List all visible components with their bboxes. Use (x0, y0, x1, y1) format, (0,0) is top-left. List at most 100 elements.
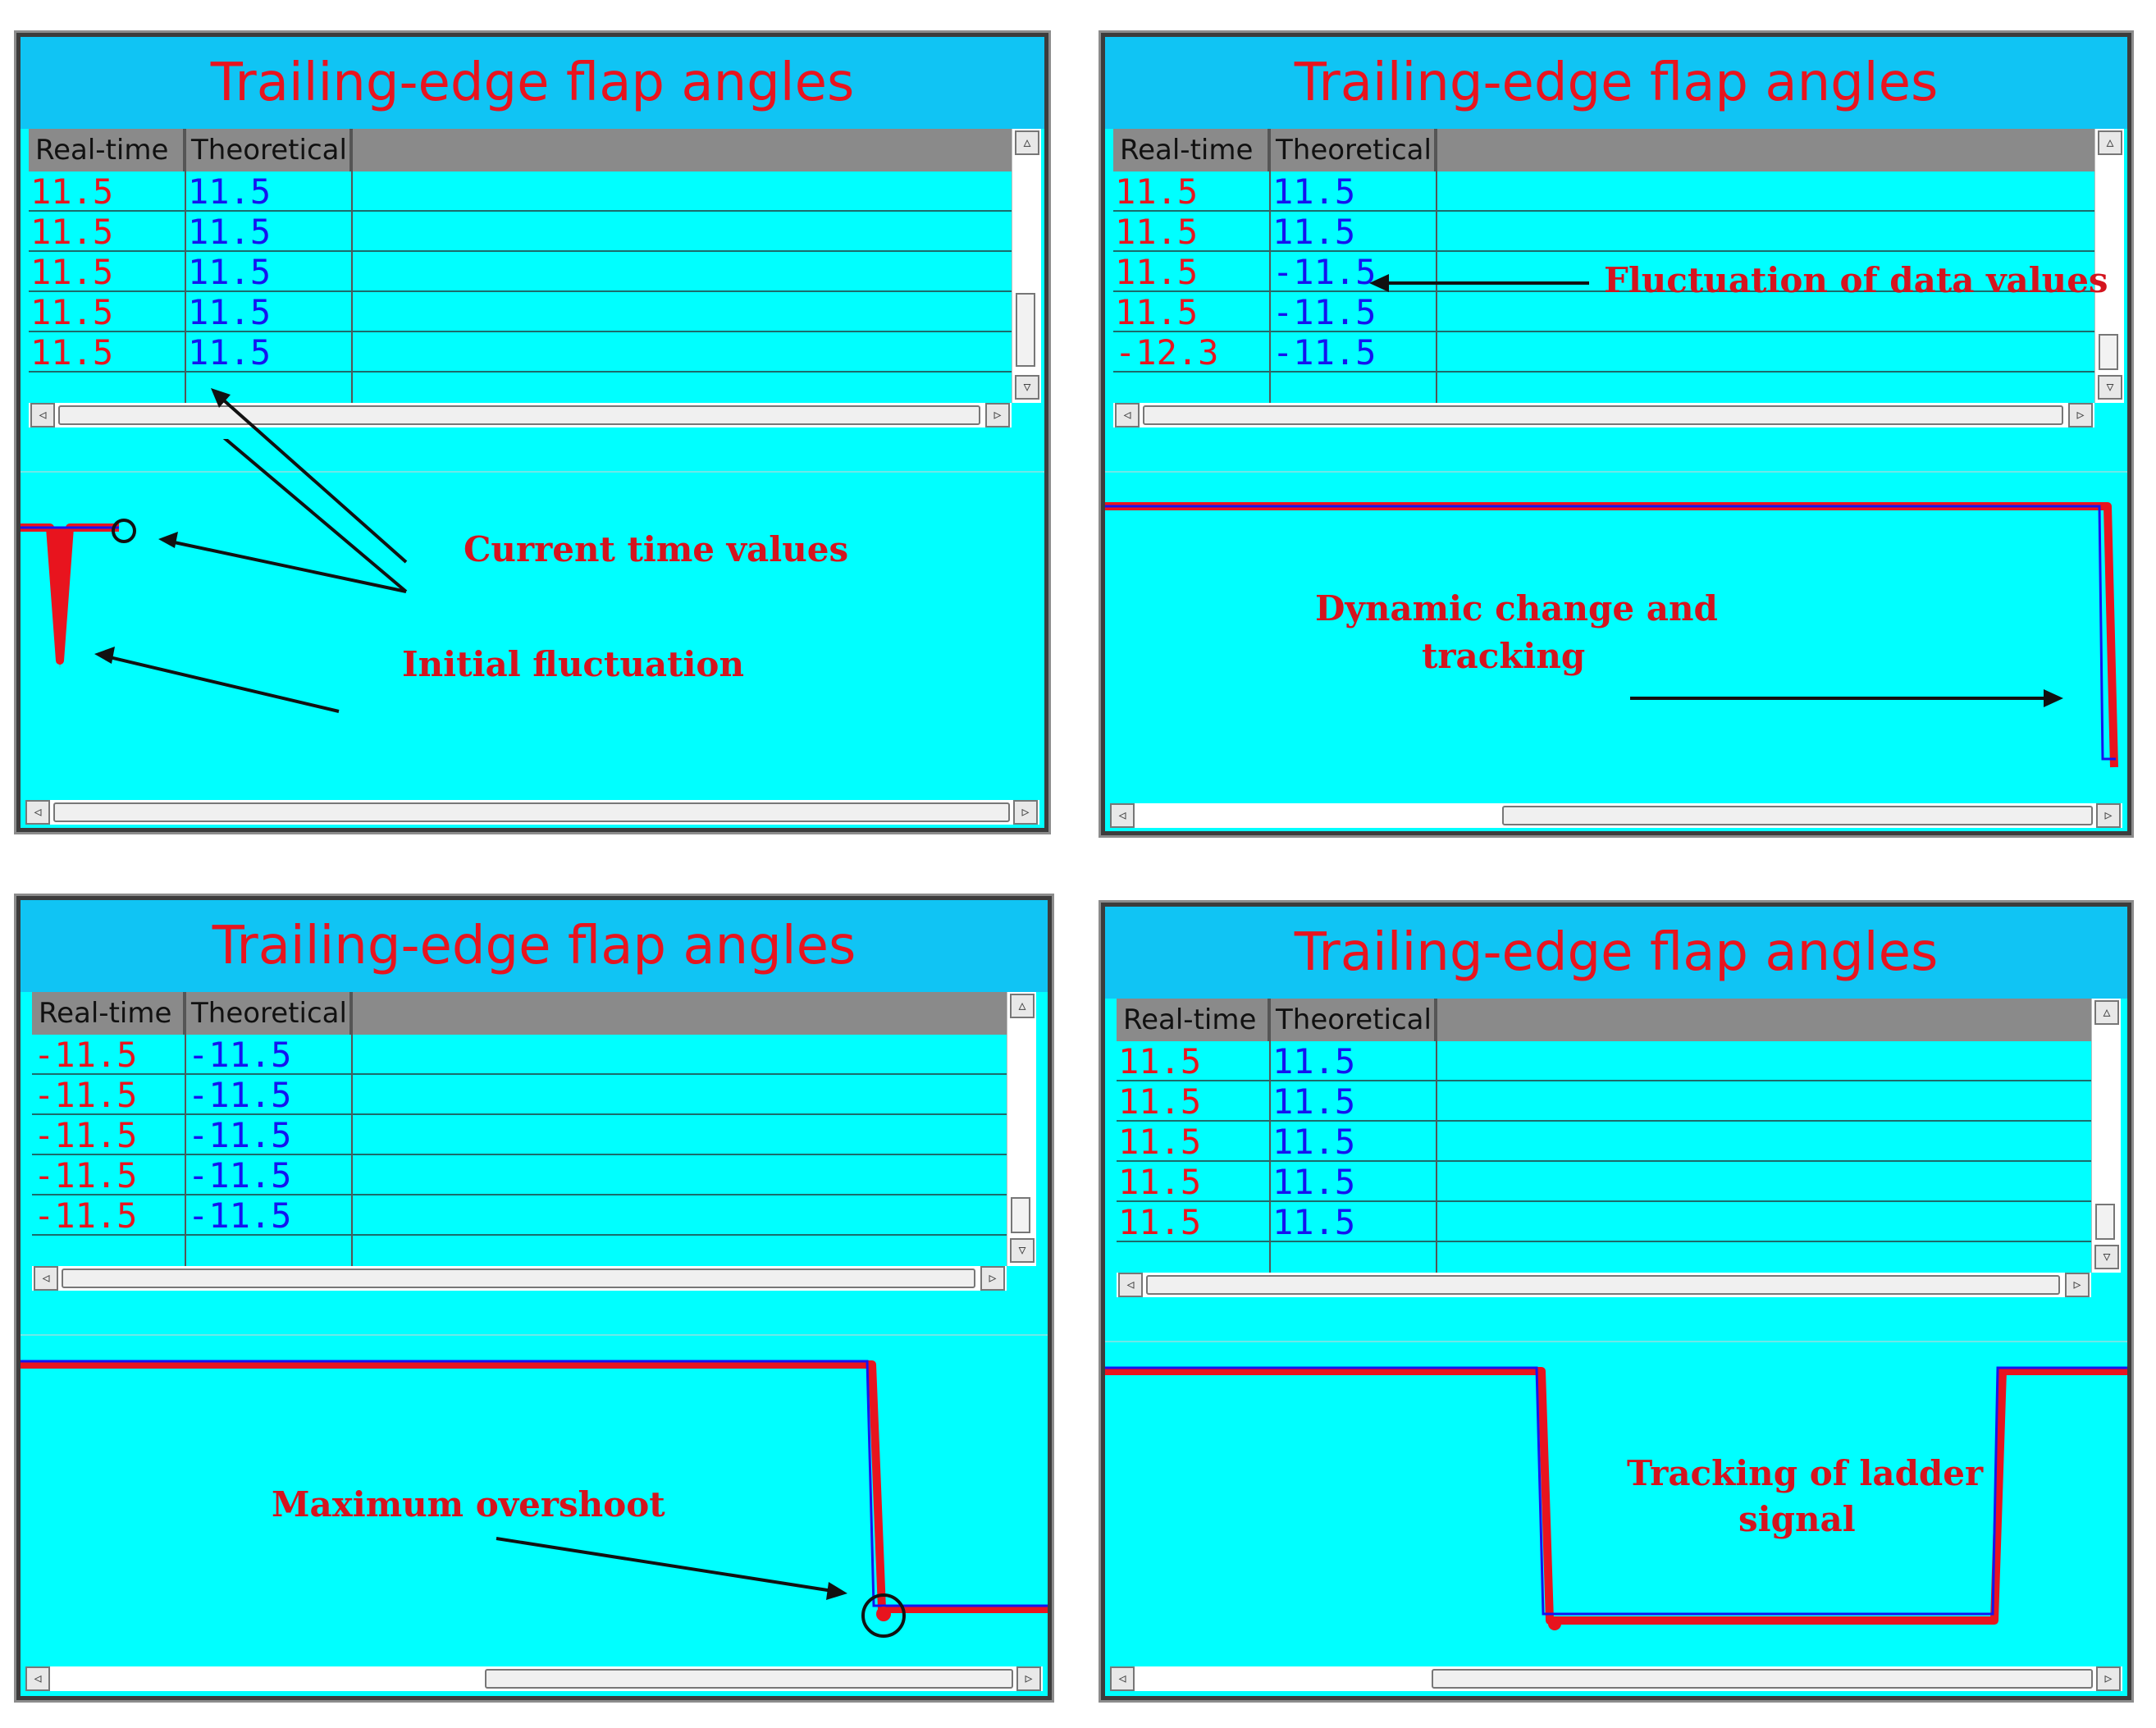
plot-horizontal-scrollbar[interactable]: ◃ ▹ (1110, 803, 2122, 828)
horizontal-scroll-thumb[interactable] (1143, 405, 2063, 425)
arrowhead (94, 647, 115, 664)
table-row[interactable]: 11.5 -11.5 (1113, 252, 2094, 292)
scroll-right-button[interactable]: ▹ (2096, 1666, 2121, 1691)
vertical-scroll-thumb[interactable] (1011, 1197, 1030, 1233)
table-horizontal-scrollbar[interactable]: ◃ ▹ (1113, 403, 2094, 427)
table-row[interactable]: 11.5 11.5 (29, 171, 1012, 212)
plot-horizontal-scrollbar[interactable]: ◃ ▹ (1110, 1666, 2122, 1691)
maximum-overshoot-marker (861, 1593, 906, 1638)
horizontal-scroll-thumb[interactable] (58, 405, 980, 425)
table-row[interactable]: 11.5 11.5 (1117, 1122, 2091, 1162)
horizontal-scroll-thumb[interactable] (1432, 1669, 2093, 1689)
table-row[interactable]: 11.5 11.5 (1113, 212, 2094, 252)
realtime-cell: 11.5 (1115, 292, 1199, 332)
table-row[interactable]: 11.5 11.5 (1117, 1202, 2091, 1242)
theoretical-cell: 11.5 (188, 252, 272, 292)
scroll-left-button[interactable]: ◃ (1110, 803, 1135, 828)
table-row[interactable]: -11.5 -11.5 (32, 1035, 1007, 1075)
table-vertical-scrollbar[interactable]: ▵ ▿ (2091, 999, 2121, 1273)
scroll-right-button[interactable]: ▹ (1016, 1666, 1041, 1691)
scroll-left-button[interactable]: ◃ (1115, 403, 1140, 427)
scroll-down-button[interactable]: ▿ (1015, 375, 1039, 400)
theoretical-cell: -11.5 (1272, 332, 1377, 373)
arrow-overlay (1369, 274, 1589, 292)
column-header-realtime[interactable]: Real-time (1113, 129, 1269, 171)
horizontal-scroll-thumb[interactable] (1502, 806, 2093, 825)
table-row[interactable]: -12.3 -11.5 (1113, 332, 2094, 373)
column-header-realtime[interactable]: Real-time (32, 992, 185, 1035)
scroll-right-button[interactable]: ▹ (2068, 403, 2093, 427)
table-row[interactable]: -11.5 -11.5 (32, 1115, 1007, 1155)
horizontal-scroll-thumb[interactable] (1146, 1275, 2060, 1295)
arrowhead (826, 1582, 847, 1600)
horizontal-scroll-thumb[interactable] (62, 1269, 975, 1288)
scroll-right-button[interactable]: ▹ (2096, 803, 2121, 828)
table-row[interactable]: 11.5 11.5 (29, 332, 1012, 373)
table-vertical-scrollbar[interactable]: ▵ ▿ (1012, 129, 1041, 403)
scroll-left-button[interactable]: ◃ (34, 1266, 58, 1291)
table-row[interactable]: 11.5 -11.5 (1113, 292, 2094, 332)
theoretical-cell: 11.5 (1272, 1202, 1356, 1242)
panel-top-right: Trailing-edge flap angles Real-time Theo… (1099, 30, 2134, 838)
plot-horizontal-scrollbar[interactable]: ◃ ▹ (25, 1666, 1043, 1691)
table-vertical-scrollbar[interactable]: ▵ ▿ (1007, 992, 1036, 1266)
column-header-theoretical[interactable]: Theoretical (185, 129, 351, 171)
scroll-left-button[interactable]: ◃ (1118, 1273, 1143, 1297)
vertical-scroll-thumb[interactable] (2095, 1204, 2115, 1240)
theoretical-cell: -11.5 (188, 1155, 292, 1195)
vertical-scroll-thumb[interactable] (1016, 293, 1035, 367)
scroll-up-button[interactable]: ▵ (1015, 130, 1039, 155)
column-header-theoretical[interactable]: Theoretical (185, 992, 351, 1035)
scroll-left-button[interactable]: ◃ (30, 403, 55, 427)
table-horizontal-scrollbar[interactable]: ◃ ▹ (32, 1266, 1007, 1291)
realtime-cell: -11.5 (34, 1075, 138, 1115)
table-row[interactable]: 11.5 11.5 (1117, 1081, 2091, 1122)
table-row[interactable]: 11.5 11.5 (29, 212, 1012, 252)
initial-fluctuation-spike (53, 528, 66, 669)
table-row[interactable]: 11.5 11.5 (1117, 1041, 2091, 1081)
column-divider (185, 992, 186, 1266)
scroll-left-button[interactable]: ◃ (1110, 1666, 1135, 1691)
scroll-right-button[interactable]: ▹ (985, 403, 1010, 427)
scroll-right-button[interactable]: ▹ (980, 1266, 1005, 1291)
table-row[interactable]: -11.5 -11.5 (32, 1195, 1007, 1236)
vertical-scroll-thumb[interactable] (2099, 334, 2118, 370)
scroll-up-button[interactable]: ▵ (2094, 1000, 2119, 1025)
scroll-right-button[interactable]: ▹ (1013, 800, 1038, 825)
scroll-left-button[interactable]: ◃ (25, 800, 50, 825)
column-header-theoretical[interactable]: Theoretical (1269, 129, 1436, 171)
scroll-left-button[interactable]: ◃ (25, 1666, 50, 1691)
arrow-left-icon: ◃ (39, 406, 47, 423)
table-horizontal-scrollbar[interactable]: ◃ ▹ (1117, 1273, 2091, 1297)
column-divider (1269, 999, 1271, 1273)
table-row[interactable]: 11.5 11.5 (1113, 171, 2094, 212)
arrow-right-icon: ▹ (993, 406, 1002, 423)
column-header-realtime[interactable]: Real-time (1117, 999, 1269, 1041)
horizontal-scroll-thumb[interactable] (485, 1669, 1013, 1689)
scroll-down-button[interactable]: ▿ (2094, 1245, 2119, 1269)
theoretical-signal-line (21, 1360, 1048, 1607)
signal-plot (21, 439, 1044, 713)
plot-horizontal-scrollbar[interactable]: ◃ ▹ (25, 800, 1039, 825)
table-row[interactable]: -11.5 -11.5 (32, 1075, 1007, 1115)
scroll-down-button[interactable]: ▿ (2098, 375, 2122, 400)
theoretical-cell: 11.5 (1272, 1041, 1356, 1081)
scroll-right-button[interactable]: ▹ (2065, 1273, 2090, 1297)
table-vertical-scrollbar[interactable]: ▵ ▿ (2094, 129, 2124, 403)
table-horizontal-scrollbar[interactable]: ◃ ▹ (29, 403, 1012, 427)
horizontal-scroll-thumb[interactable] (53, 802, 1010, 822)
scroll-up-button[interactable]: ▵ (1010, 994, 1035, 1018)
scroll-down-button[interactable]: ▿ (1010, 1238, 1035, 1263)
table-row[interactable]: 11.5 11.5 (29, 292, 1012, 332)
column-header-realtime[interactable]: Real-time (29, 129, 185, 171)
theoretical-cell: 11.5 (188, 212, 272, 252)
arrowhead (1369, 274, 1389, 292)
arrow-down-icon: ▿ (2103, 1248, 2111, 1265)
table-row[interactable]: -11.5 -11.5 (32, 1155, 1007, 1195)
theoretical-cell: -11.5 (188, 1115, 292, 1155)
table-row[interactable]: 11.5 11.5 (1117, 1162, 2091, 1202)
scroll-up-button[interactable]: ▵ (2098, 130, 2122, 155)
table-row[interactable]: 11.5 11.5 (29, 252, 1012, 292)
column-header-theoretical[interactable]: Theoretical (1269, 999, 1436, 1041)
realtime-cell: 11.5 (30, 212, 114, 252)
